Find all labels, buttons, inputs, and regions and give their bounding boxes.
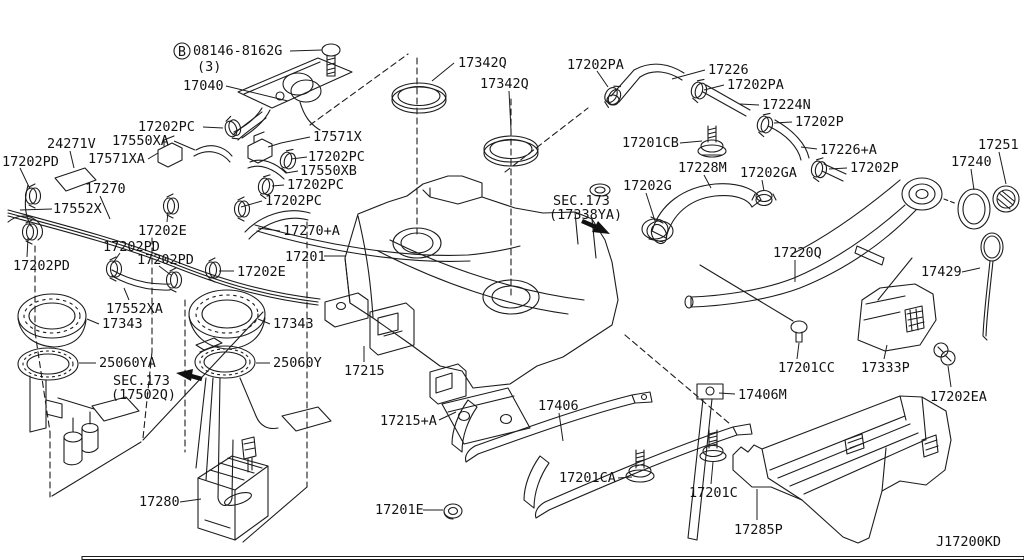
part-label-17280: 17280 — [139, 494, 180, 510]
part-label-17343-1: 17343 — [102, 316, 143, 332]
sender-protector-bucket — [197, 455, 269, 541]
part-label-17202PD-3: 17202PD — [137, 252, 194, 268]
lock-ring-icons — [391, 82, 539, 167]
evap-hoses-and-tubes — [7, 111, 321, 306]
part-label-17228M: 17228M — [678, 160, 727, 176]
part-label-sec173-2: SEC.173 — [113, 373, 170, 389]
heat-shield — [732, 395, 952, 544]
tank-lock-rings-17343 — [17, 289, 266, 350]
part-label-25060Y: 25060Y — [273, 355, 322, 371]
part-label-sec173-2q: (17502Q) — [111, 387, 176, 403]
part-label-17202PC-3: 17202PC — [287, 177, 344, 193]
part-label-17202PA-1: 17202PA — [567, 57, 624, 73]
part-label-17202PC-1: 17202PC — [138, 119, 195, 135]
part-label-17333P: 17333P — [861, 360, 910, 376]
part-label-24271V: 24271V — [47, 136, 96, 152]
fuel-sender-right — [194, 337, 332, 507]
filler-neck-assembly — [684, 177, 1020, 341]
part-label-17201E: 17201E — [375, 502, 424, 518]
part-label-17202PA-2: 17202PA — [727, 77, 784, 93]
part-label-17201CA: 17201CA — [559, 470, 616, 486]
part-label-17552X: 17552X — [53, 201, 102, 217]
mounting-bolts — [625, 320, 808, 483]
fuel-sender-left — [17, 347, 140, 466]
part-label-stamp-part: 08146-8162G — [193, 43, 282, 59]
part-label-17202G: 17202G — [623, 178, 672, 194]
part-label-17342Q-2: 17342Q — [480, 76, 529, 92]
fuel-tank-body — [254, 175, 619, 389]
part-label-17429: 17429 — [921, 264, 962, 280]
part-label-17215+A: 17215+A — [380, 413, 437, 429]
part-label-17270: 17270 — [85, 181, 126, 197]
part-label-17201: 17201 — [285, 249, 326, 265]
part-label-17202PC-2: 17202PC — [308, 149, 365, 165]
rear-strap-and-protector — [687, 283, 956, 541]
part-label-17201C: 17201C — [689, 485, 738, 501]
part-label-17202P-2: 17202P — [850, 160, 899, 176]
part-label-17201CB: 17201CB — [622, 135, 679, 151]
part-label-17040: 17040 — [183, 78, 224, 94]
diagram-line-art — [7, 42, 1024, 560]
part-label-17202PD-4: 17202PD — [13, 258, 70, 274]
part-label-17571XA: 17571XA — [88, 151, 145, 167]
part-label-diagram-code: J17200KD — [936, 534, 1001, 550]
part-label-17226+A: 17226+A — [820, 142, 877, 158]
part-label-sec173-1q: (17338YA) — [549, 207, 622, 223]
phantom-lines — [34, 53, 958, 543]
part-label-17202EA: 17202EA — [930, 389, 987, 405]
part-label-17270+A: 17270+A — [283, 223, 340, 239]
part-label-17202PD-2: 17202PD — [103, 239, 160, 255]
part-label-17550XB: 17550XB — [300, 163, 357, 179]
part-label-17202P-1: 17202P — [795, 114, 844, 130]
part-label-17552XA: 17552XA — [106, 301, 163, 317]
part-label-17240: 17240 — [951, 154, 992, 170]
part-label-17342Q-1: 17342Q — [458, 55, 507, 71]
leader-lines — [19, 49, 1007, 520]
part-label-17220Q: 17220Q — [773, 245, 822, 261]
part-label-17406M: 17406M — [738, 387, 787, 403]
part-label-17285P: 17285P — [734, 522, 783, 538]
part-label-17224N: 17224N — [762, 97, 811, 113]
part-label-stamp-qty: (3) — [197, 59, 221, 75]
part-label-17202PC-4: 17202PC — [265, 193, 322, 209]
part-label-17406: 17406 — [538, 398, 579, 414]
part-label-17215: 17215 — [344, 363, 385, 379]
part-label-17202GA: 17202GA — [740, 165, 797, 181]
section-arrows — [176, 218, 610, 382]
part-label-17550XA: 17550XA — [112, 133, 169, 149]
nut-17201e — [443, 503, 463, 520]
clamps — [21, 76, 829, 293]
part-label-17251: 17251 — [978, 137, 1019, 153]
part-label-17202E-2: 17202E — [237, 264, 286, 280]
part-label-sec173-1: SEC.173 — [553, 193, 610, 209]
part-label-17202E-1: 17202E — [138, 223, 187, 239]
tank-brackets — [324, 292, 531, 445]
part-label-stamp-prefix: B — [178, 44, 186, 60]
bolt-icon — [321, 43, 341, 77]
part-label-25060YA: 25060YA — [99, 355, 156, 371]
part-label-17201CC: 17201CC — [778, 360, 835, 376]
bolt-17201cb — [697, 125, 727, 158]
part-label-17226: 17226 — [708, 62, 749, 78]
part-label-17571X: 17571X — [313, 129, 362, 145]
part-label-17343-2: 17343 — [273, 316, 314, 332]
part-label-17202PD-1: 17202PD — [2, 154, 59, 170]
